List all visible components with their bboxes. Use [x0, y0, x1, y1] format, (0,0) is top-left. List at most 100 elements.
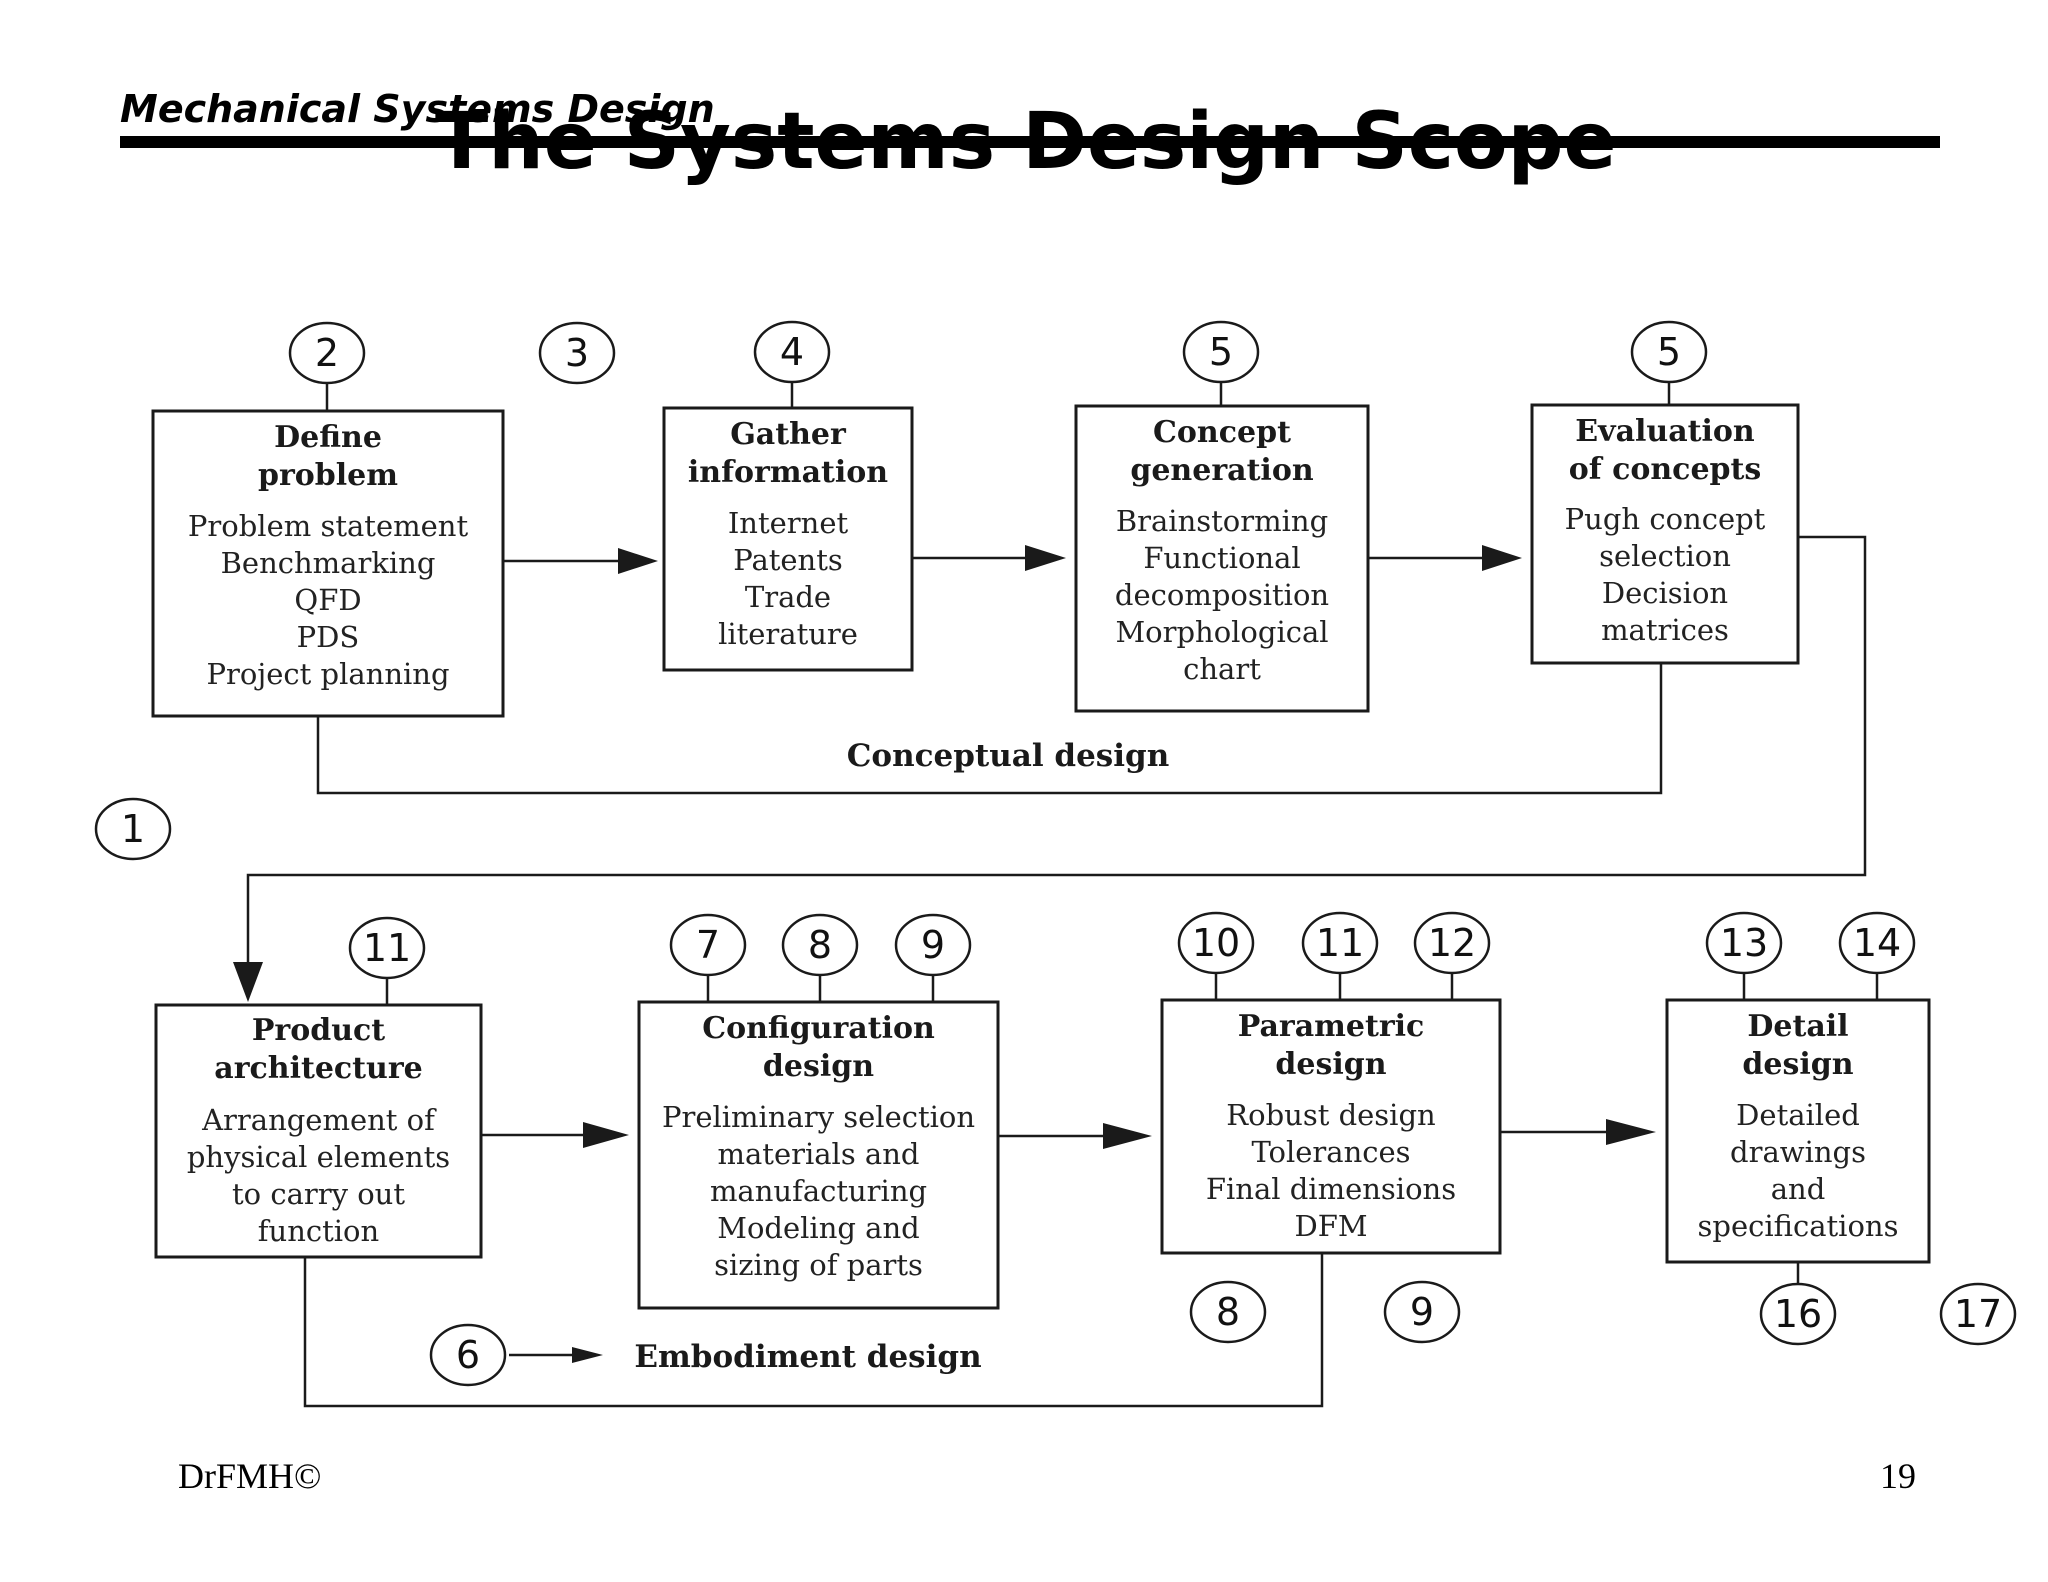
marker-circle-embodiment — [429, 1323, 507, 1387]
box-title-evaluation-of-concepts: of concepts — [1569, 452, 1762, 487]
marker-circle-define-problem — [288, 321, 366, 385]
box-item-product-architecture: to carry out — [232, 1177, 405, 1211]
header-rule — [120, 136, 1940, 148]
box-item-evaluation-of-concepts: Decision — [1602, 576, 1728, 610]
marker-number-concept-generation: 5 — [1209, 330, 1233, 374]
box-title-parametric-design: design — [1275, 1047, 1386, 1082]
box-item-concept-generation: Functional — [1143, 541, 1300, 575]
marker-circle-gather-information — [753, 320, 831, 384]
box-title-parametric-design: Parametric — [1238, 1009, 1425, 1044]
box-item-parametric-design: Final dimensions — [1206, 1172, 1456, 1206]
marker-circle-between-define-gather — [538, 321, 616, 385]
box-item-gather-information: Trade — [745, 580, 831, 614]
box-item-configuration-design: materials and — [718, 1137, 920, 1171]
marker-number-detail-b: 14 — [1853, 921, 1901, 965]
marker-number-detail-below-b: 17 — [1954, 1292, 2002, 1336]
box-item-gather-information: Internet — [728, 506, 849, 540]
box-item-evaluation-of-concepts: matrices — [1601, 613, 1729, 647]
box-frame-detail-design — [1665, 998, 1931, 1264]
marker-configuration-a: 7 — [669, 913, 747, 977]
arrowhead-configuration-to-parametric — [1103, 1123, 1152, 1149]
marker-parametric-c: 12 — [1413, 911, 1491, 975]
box-concept-generation: ConceptgenerationBrainstormingFunctional… — [1074, 404, 1370, 713]
box-title-concept-generation: Concept — [1153, 415, 1291, 450]
marker-overall: 1 — [94, 797, 172, 861]
marker-number-between-define-gather: 3 — [565, 331, 589, 375]
embodiment-design-bracket — [303, 1253, 1324, 1408]
box-frame-configuration-design — [637, 1000, 1000, 1310]
box-item-detail-design: Detailed — [1736, 1098, 1860, 1132]
box-title-define-problem: problem — [258, 458, 398, 493]
marker-gather-information: 4 — [753, 320, 831, 384]
marker-circle-product-architecture — [348, 916, 426, 980]
marker-circle-detail-b — [1838, 911, 1916, 975]
box-item-gather-information: Patents — [733, 543, 843, 577]
marker-number-overall: 1 — [121, 807, 145, 851]
box-item-detail-design: and — [1771, 1172, 1826, 1206]
box-frame-concept-generation — [1074, 404, 1370, 713]
box-item-configuration-design: manufacturing — [710, 1174, 927, 1208]
marker-define-problem: 2 — [288, 321, 366, 385]
box-frame-define-problem — [151, 409, 505, 718]
box-title-define-problem: Define — [274, 420, 382, 455]
marker-number-parametric-below-b: 9 — [1410, 1290, 1434, 1334]
box-item-configuration-design: Preliminary selection — [662, 1100, 975, 1134]
box-item-gather-information: literature — [718, 617, 858, 651]
box-title-product-architecture: Product — [252, 1013, 385, 1048]
box-item-define-problem: Problem statement — [188, 509, 469, 543]
box-frame-parametric-design — [1160, 998, 1502, 1255]
marker-embodiment: 6 — [429, 1323, 507, 1387]
marker-number-parametric-c: 12 — [1428, 921, 1476, 965]
marker-between-define-gather: 3 — [538, 321, 616, 385]
box-item-evaluation-of-concepts: selection — [1599, 539, 1731, 573]
marker-circle-parametric-b — [1301, 911, 1379, 975]
box-title-concept-generation: generation — [1130, 453, 1313, 488]
marker-concept-generation: 5 — [1182, 320, 1260, 384]
marker-circle-configuration-b — [781, 913, 859, 977]
marker-number-embodiment: 6 — [456, 1333, 480, 1377]
marker-number-detail-below-a: 16 — [1774, 1292, 1822, 1336]
marker-number-detail-a: 13 — [1720, 921, 1768, 965]
marker-number-gather-information: 4 — [780, 330, 804, 374]
marker-configuration-b: 8 — [781, 913, 859, 977]
arrowhead-concept-to-evaluation — [1482, 545, 1522, 571]
box-item-product-architecture: Arrangement of — [201, 1103, 437, 1137]
box-item-evaluation-of-concepts: Pugh concept — [1565, 502, 1766, 536]
box-title-evaluation-of-concepts: Evaluation — [1575, 414, 1755, 449]
box-frame-gather-information — [662, 406, 914, 672]
footer-author: DrFMH© — [178, 1456, 321, 1496]
marker-circle-parametric-c — [1413, 911, 1491, 975]
box-item-configuration-design: sizing of parts — [714, 1248, 923, 1282]
marker-detail-a: 13 — [1705, 911, 1783, 975]
box-item-concept-generation: Morphological — [1115, 615, 1328, 649]
box-frame-product-architecture — [154, 1003, 483, 1259]
box-title-detail-design: design — [1742, 1047, 1853, 1082]
box-title-configuration-design: design — [763, 1049, 874, 1084]
marker-circle-configuration-c — [894, 913, 972, 977]
arrowhead-gather-to-concept — [1025, 545, 1066, 571]
box-detail-design: DetaildesignDetaileddrawingsandspecifica… — [1665, 998, 1931, 1264]
box-item-product-architecture: function — [258, 1214, 379, 1248]
box-item-concept-generation: chart — [1183, 652, 1261, 686]
box-item-detail-design: drawings — [1730, 1135, 1866, 1169]
marker-circle-evaluation-of-concepts — [1630, 320, 1708, 384]
box-item-detail-design: specifications — [1698, 1209, 1899, 1243]
marker-circle-parametric-a — [1177, 911, 1255, 975]
marker-parametric-below-b: 9 — [1383, 1280, 1461, 1344]
box-item-define-problem: Project planning — [206, 657, 449, 691]
conceptual-design-label: Conceptual design — [847, 738, 1170, 774]
marker-circle-detail-below-a — [1759, 1282, 1837, 1346]
box-item-configuration-design: Modeling and — [717, 1211, 919, 1245]
box-title-product-architecture: architecture — [214, 1051, 423, 1086]
box-item-define-problem: PDS — [297, 620, 360, 654]
box-item-parametric-design: Tolerances — [1251, 1135, 1410, 1169]
box-title-detail-design: Detail — [1747, 1009, 1848, 1044]
arrowhead-embodiment-label — [572, 1347, 603, 1363]
